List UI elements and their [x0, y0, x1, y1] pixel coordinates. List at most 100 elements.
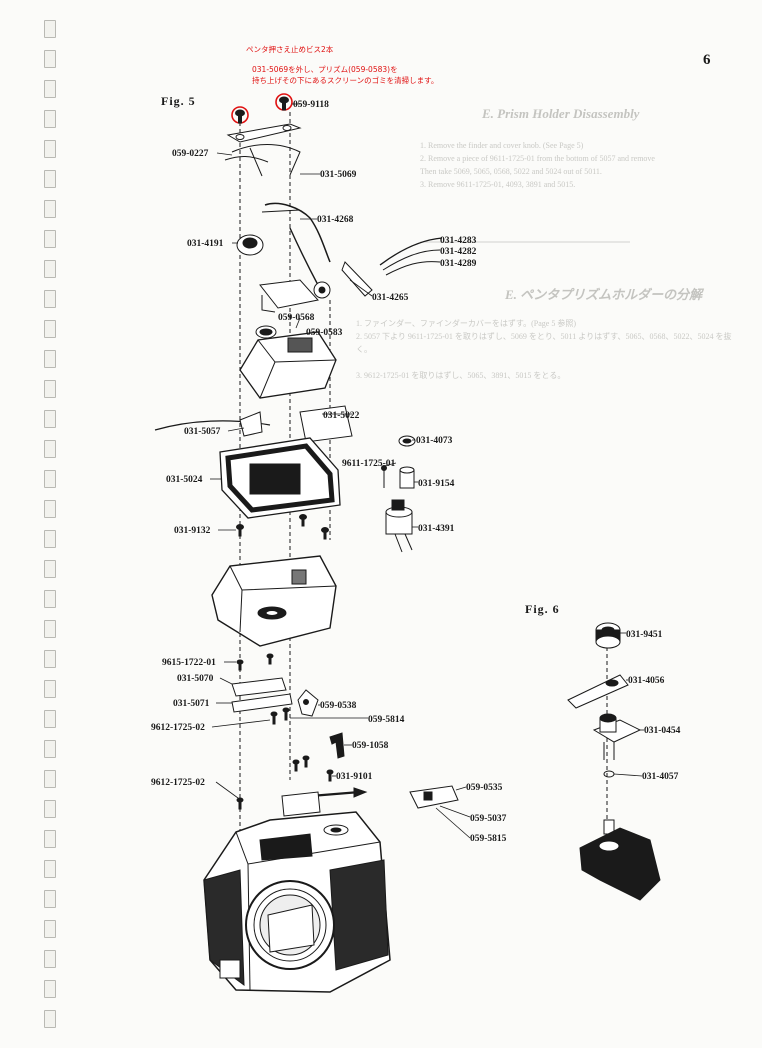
plate-059-0227 [226, 123, 302, 143]
camera-body [203, 811, 391, 993]
label-031-4056: 031-4056 [628, 676, 665, 686]
label-031-4073: 031-4073 [416, 436, 453, 446]
label-059-5815: 059-5815 [470, 834, 507, 844]
switch-031-4391 [385, 499, 413, 553]
bleed-line: 2. 5057 下より 9611-1725-01 を取りはずし、5069 をとり… [356, 332, 732, 341]
label-059-1058: 059-1058 [352, 741, 389, 751]
label-031-5069: 031-5069 [320, 170, 357, 180]
label-031-9101: 031-9101 [336, 772, 373, 782]
binding-hole [44, 80, 56, 98]
label-031-5071: 031-5071 [173, 699, 210, 709]
binding-hole [44, 830, 56, 848]
label-059-0538: 059-0538 [320, 701, 357, 711]
plate-031-5070 [231, 677, 287, 697]
plate-031-5071 [231, 693, 293, 713]
label-031-9451: 031-9451 [626, 630, 663, 640]
label-9612-1725-02-upper: 9612-1725-02 [151, 723, 205, 733]
label-9612-1725-02-lower: 9612-1725-02 [151, 778, 205, 788]
label-031-0454: 031-0454 [644, 726, 681, 736]
binding-hole [44, 500, 56, 518]
bleed-heading-jp: E. ペンタプリズムホルダーの分解 [505, 287, 703, 302]
fig6-title: Fig. 6 [525, 602, 560, 616]
binding-hole [44, 650, 56, 668]
binding-hole [44, 560, 56, 578]
binding-hole [44, 170, 56, 188]
label-031-4191: 031-4191 [187, 239, 224, 249]
label-059-0568: 059-0568 [278, 313, 315, 323]
annotation-line-3: 持ち上げその下にあるスクリーンのゴミを清掃します。 [252, 76, 439, 85]
binding-hole [44, 920, 56, 938]
label-031-4283: 031-4283 [440, 236, 477, 246]
label-031-9154: 031-9154 [418, 479, 455, 489]
fig6-assembly [567, 622, 661, 901]
binding-hole [44, 890, 56, 908]
bleed-line: 1. ファインダー、ファインダーカバーをはずす。(Page 5 参照) [356, 319, 576, 328]
mirror-box [211, 555, 337, 647]
screw-059-9118-left [235, 109, 245, 124]
binding-hole [44, 680, 56, 698]
binding-hole [44, 470, 56, 488]
label-031-4268: 031-4268 [317, 215, 354, 225]
binding-hole [44, 1010, 56, 1028]
annotation-line-2: 031-5069を外し、プリズム(059-0583)を [252, 65, 398, 74]
label-9611-1725-01: 9611-1725-01 [342, 459, 396, 469]
binding-hole [44, 230, 56, 248]
bleed-heading-en: E. Prism Holder Disassembly [482, 106, 640, 121]
binding-hole [44, 290, 56, 308]
binding-hole [44, 410, 56, 428]
label-031-5057: 031-5057 [184, 427, 221, 437]
binding-hole [44, 530, 56, 548]
screws-031-9132 [236, 514, 329, 540]
binding-holes [44, 20, 58, 1030]
binding-hole [44, 350, 56, 368]
label-031-4391: 031-4391 [418, 524, 455, 534]
annotation-line-1: ペンタ押さえ止めビス2本 [246, 45, 334, 54]
label-059-9118: 059-9118 [293, 100, 329, 110]
label-031-4057: 031-4057 [642, 772, 679, 782]
bleed-line: 2. Remove a piece of 9611-1725-01 from t… [420, 154, 655, 163]
bleed-line: 3. 9612-1725-01 を取りはずし、5065、3891、5015 をと… [356, 371, 566, 380]
label-031-4289: 031-4289 [440, 259, 477, 269]
binding-hole [44, 440, 56, 458]
screw-059-9118-right [279, 96, 289, 111]
bracket-031-5069 [231, 144, 301, 177]
binding-hole [44, 740, 56, 758]
label-031-5070: 031-5070 [177, 674, 214, 684]
binding-hole [44, 200, 56, 218]
binding-hole [44, 770, 56, 788]
label-031-9132: 031-9132 [174, 526, 211, 536]
label-031-5024: 031-5024 [166, 475, 203, 485]
binding-hole [44, 860, 56, 878]
fig5-title: Fig. 5 [161, 94, 196, 108]
fig6-labels: 031-9451 031-4056 031-0454 031-4057 [626, 630, 681, 782]
label-031-4282: 031-4282 [440, 247, 477, 257]
binding-hole [44, 50, 56, 68]
label-059-5037: 059-5037 [470, 814, 507, 824]
binding-hole [44, 320, 56, 338]
label-9615-1722-01: 9615-1722-01 [162, 658, 216, 668]
label-059-0227: 059-0227 [172, 149, 209, 159]
frame-031-5024 [219, 437, 341, 519]
bleed-line: く。 [356, 345, 372, 354]
plate-031-5022 [299, 405, 353, 443]
bleed-line: 3. Remove 9611-1725-01, 4093, 3891 and 5… [420, 180, 576, 189]
binding-hole [44, 590, 56, 608]
binding-hole [44, 20, 56, 38]
fig5-labels: 059-9118 059-0227 031-5069 031-4268 031-… [151, 100, 507, 844]
label-059-5814: 059-5814 [368, 715, 405, 725]
washer-031-4057 [603, 770, 615, 778]
clip-031-4265 [341, 261, 373, 297]
binding-hole [44, 380, 56, 398]
binding-hole [44, 980, 56, 998]
binding-hole [44, 260, 56, 278]
label-031-5022: 031-5022 [323, 411, 360, 421]
meter-031-4268 [264, 202, 331, 263]
binding-hole [44, 110, 56, 128]
lever-031-4056 [567, 674, 629, 709]
binding-hole [44, 800, 56, 818]
label-059-0583: 059-0583 [306, 328, 343, 338]
page-number: 6 [703, 52, 711, 68]
binding-hole [44, 710, 56, 728]
